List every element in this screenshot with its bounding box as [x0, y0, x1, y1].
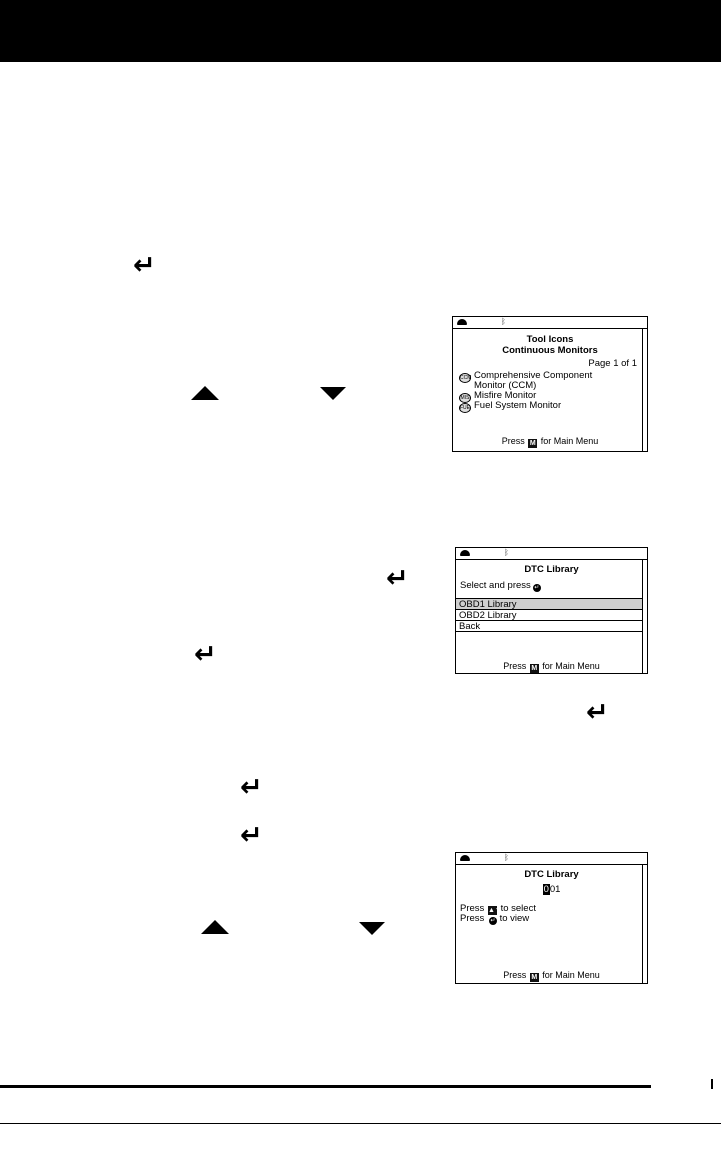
- screen-footer: Press M for Main Menu: [503, 970, 600, 982]
- screen-title: DTC Library: [524, 564, 579, 575]
- ccm-icon: CCM: [459, 373, 472, 383]
- menu-item-obd2[interactable]: OBD2 Library: [456, 610, 643, 621]
- status-bar: ᛒ: [456, 853, 647, 865]
- dtc-library-menu-screen: ᛒ DTC Library Select and press↵ OBD1 Lib…: [455, 547, 648, 674]
- scrollbar[interactable]: [642, 864, 647, 983]
- menu-item-obd1[interactable]: OBD1 Library: [456, 599, 643, 610]
- down-arrow-icon: [359, 922, 385, 935]
- header-bar: [0, 0, 721, 62]
- enter-key-icon: ↵: [532, 584, 541, 592]
- enter-key-icon: ↵: [586, 697, 609, 728]
- scrollbar[interactable]: [642, 328, 647, 451]
- status-bar: ᛒ: [456, 548, 647, 560]
- enter-key-icon: ↵: [133, 250, 156, 281]
- enter-key-icon: ↵: [194, 639, 217, 670]
- enter-key-icon: ↵: [240, 820, 263, 851]
- screen-footer: Press M for Main Menu: [501, 436, 599, 448]
- tool-icons-screen: ᛒ Tool Icons Continuous Monitors Page 1 …: [452, 316, 648, 452]
- down-arrow-icon: [320, 387, 346, 400]
- up-down-key-icon: ▲▼: [487, 906, 502, 915]
- m-key-icon: M: [529, 973, 539, 982]
- m-key-icon: M: [529, 664, 539, 673]
- instruction-line: Press ↵ to view: [460, 913, 530, 925]
- screen-subtitle: Continuous Monitors: [502, 345, 598, 356]
- bluetooth-icon: ᛒ: [501, 317, 506, 326]
- fuel-icon: FUE: [459, 403, 471, 413]
- list-item-label: Fuel System Monitor: [474, 400, 562, 411]
- menu-item-back[interactable]: Back: [456, 621, 643, 632]
- list-item-label: Monitor (CCM): [474, 380, 537, 391]
- enter-key-icon: ↵: [386, 563, 409, 594]
- list-item-label: Comprehensive Component: [474, 370, 593, 381]
- enter-key-icon: ↵: [240, 772, 263, 803]
- enter-key-icon: ↵: [488, 917, 497, 925]
- screen-instruction: Select and press↵: [460, 580, 541, 592]
- screen-title: DTC Library: [524, 869, 579, 880]
- vehicle-icon: [457, 319, 467, 325]
- bluetooth-icon: ᛒ: [504, 548, 509, 557]
- page-edge-tick: [711, 1079, 713, 1089]
- screen-title: Tool Icons: [526, 334, 574, 345]
- m-key-icon: M: [528, 439, 538, 448]
- vehicle-icon: [460, 855, 470, 861]
- code-cursor[interactable]: 0: [542, 884, 550, 895]
- screen-footer: Press M for Main Menu: [503, 661, 600, 673]
- up-arrow-icon: [201, 920, 229, 934]
- bottom-rule: [0, 1123, 721, 1124]
- instruction-line: Press ▲▼ to select: [460, 903, 536, 915]
- page-indicator: Page 1 of 1: [588, 358, 637, 369]
- scrollbar[interactable]: [642, 559, 647, 673]
- dtc-code-entry[interactable]: 001: [542, 884, 561, 895]
- bluetooth-icon: ᛒ: [504, 853, 509, 862]
- up-arrow-icon: [191, 386, 219, 400]
- misfire-icon: MIS: [459, 393, 471, 403]
- dtc-library-entry-screen: ᛒ DTC Library 001 Press ▲▼ to select Pre…: [455, 852, 648, 984]
- vehicle-icon: [460, 550, 470, 556]
- footer-rule: [0, 1085, 651, 1088]
- divider: [456, 598, 643, 599]
- status-bar: ᛒ: [453, 317, 647, 329]
- list-item-label: Misfire Monitor: [474, 390, 537, 401]
